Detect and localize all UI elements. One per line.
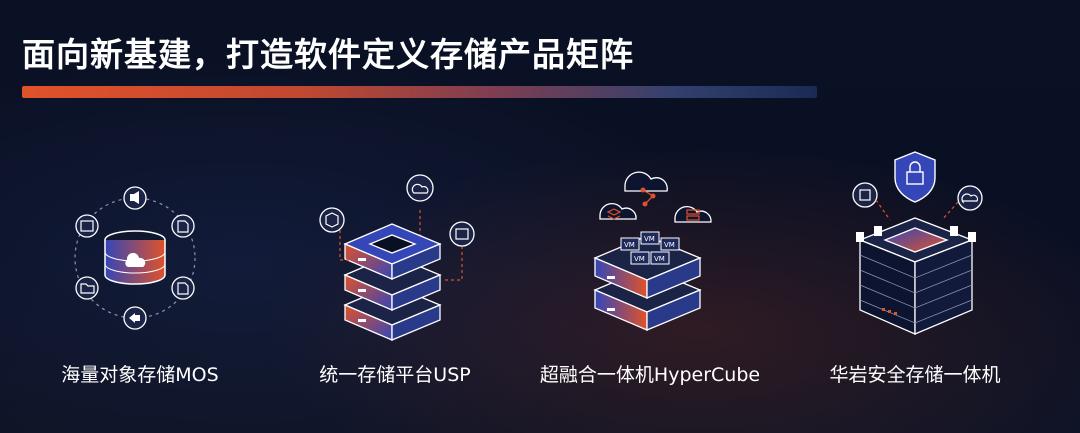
product-card-usp: 统一存储平台USP	[270, 140, 520, 400]
vm-label: VM	[644, 235, 655, 243]
product-card-hypercube: VM VM VM VM VM 超融合一体机HyperCube	[525, 140, 775, 400]
product-label-usp: 统一存储平台USP	[319, 364, 471, 386]
unified-storage-server-stack-icon	[319, 174, 475, 341]
vm-label: VM	[654, 255, 665, 263]
product-label-mos: 海量对象存储MOS	[61, 364, 219, 386]
vm-label: VM	[624, 241, 635, 249]
product-label-secure-storage: 华岩安全存储一体机	[829, 364, 1001, 386]
page-title: 面向新基建，打造软件定义存储产品矩阵	[22, 35, 634, 74]
hyperconverged-vm-server-icon: VM VM VM VM VM	[593, 171, 712, 331]
vm-label: VM	[634, 255, 645, 263]
product-card-mos: 海量对象存储MOS	[15, 140, 265, 400]
object-storage-database-icon	[74, 186, 196, 330]
secure-storage-fortress-icon	[852, 151, 983, 335]
product-label-hypercube: 超融合一体机HyperCube	[539, 364, 761, 386]
vm-label: VM	[664, 241, 675, 249]
product-card-secure-storage: 华岩安全存储一体机	[790, 140, 1040, 400]
title-underline-bar	[22, 86, 817, 98]
